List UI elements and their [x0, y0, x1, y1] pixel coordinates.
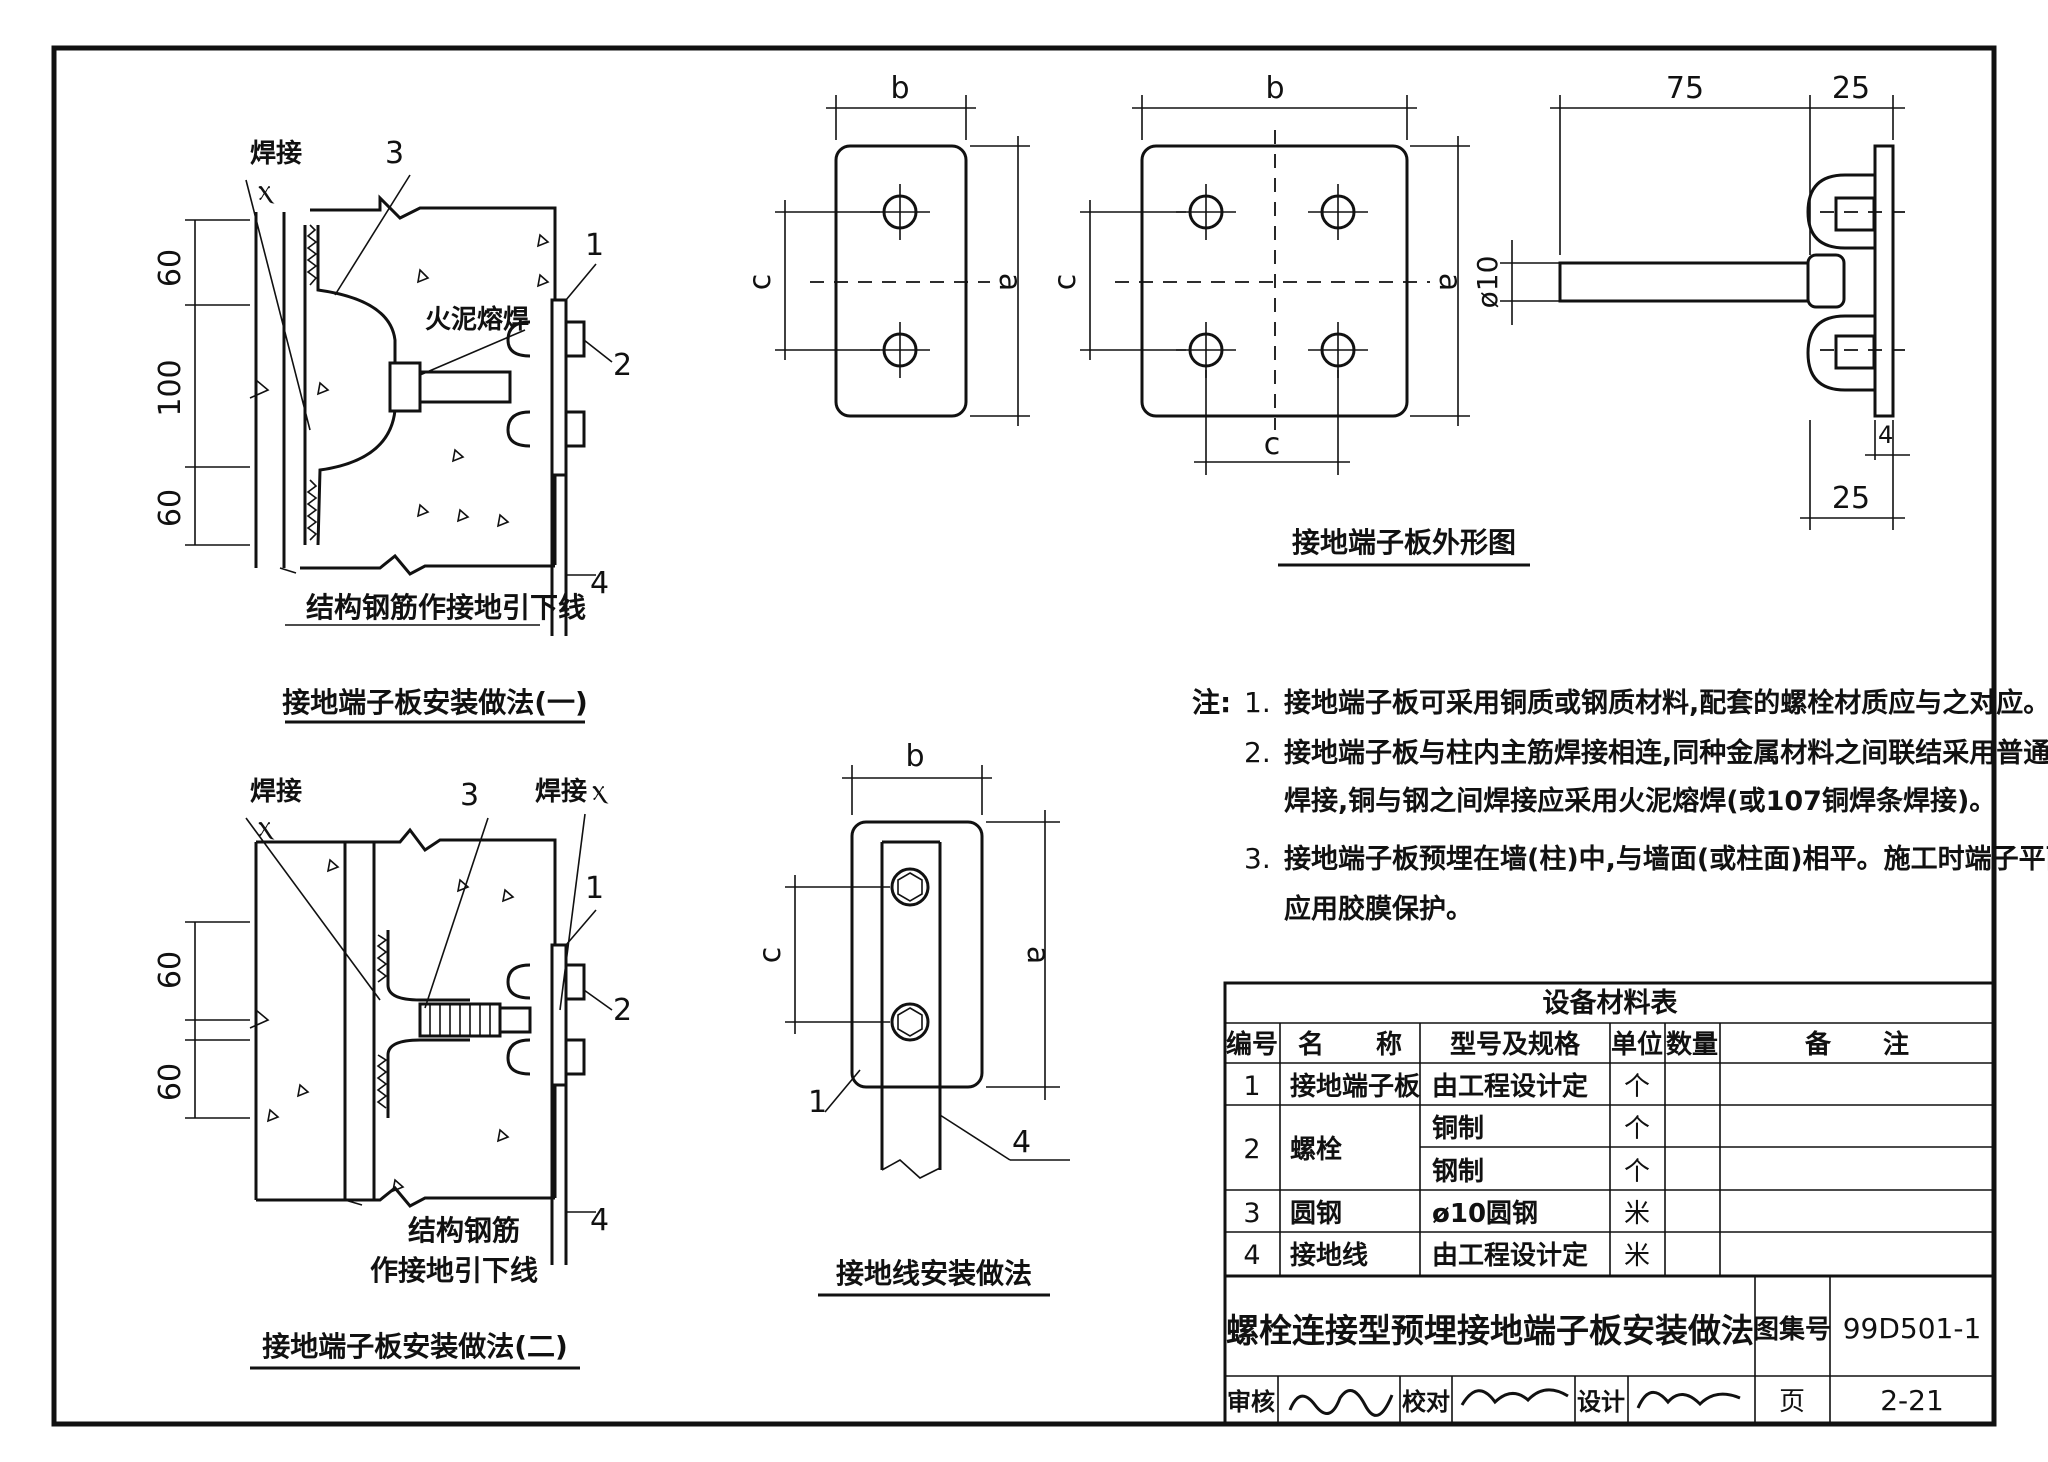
- fig1-label-fire-weld: 火泥熔焊: [425, 304, 529, 335]
- table-title: 设备材料表: [1543, 988, 1678, 1019]
- fig2-drawing: 60 60: [153, 773, 632, 1370]
- fig3-dim-c-left: c: [743, 274, 778, 291]
- notes-block: 注: 1. 接地端子板可采用铜质或钢质材料,配套的螺栓材质应与之对应。 2. 接…: [1192, 686, 2048, 925]
- fig1-label-4: 4: [590, 566, 609, 601]
- fig2-label-weld-left: 焊接: [250, 777, 302, 807]
- title-block: 螺栓连接型预埋接地端子板安装做法 图集号 99D501-1 审核 校对 设计 页…: [1223, 1274, 1996, 1426]
- fig3-dim-b-right: b: [1265, 71, 1284, 106]
- fig2-dim-60-top: 60: [153, 951, 188, 989]
- fig2-label-3: 3: [460, 778, 479, 813]
- fig1-rebar-note: 结构钢筋作接地引下线: [306, 591, 586, 624]
- note-2-line-1: 接地端子板与柱内主筋焊接相连,同种金属材料之间联结采用普通: [1284, 737, 2048, 769]
- table-row-3-spec: 钢制: [1432, 1157, 1484, 1187]
- titleblock-design-label: 设计: [1577, 1388, 1625, 1416]
- table-row-4-no: 3: [1243, 1198, 1260, 1229]
- fig3-dim-25-top: 25: [1832, 71, 1870, 106]
- note-3-line-1: 接地端子板预埋在墙(柱)中,与墙面(或柱面)相平。施工时端子平面: [1284, 844, 2048, 875]
- note-3-line-2: 应用胶膜保护。: [1284, 893, 1473, 925]
- table-row-5-unit: 米: [1624, 1241, 1650, 1271]
- table-row-4-name: 圆钢: [1290, 1199, 1342, 1229]
- table-row-2-name: 螺栓: [1290, 1135, 1342, 1165]
- fig2-weld-symbol-right: ⲭ: [592, 773, 609, 808]
- sheet-border: [51, 45, 1997, 1427]
- fig1-label-1: 1: [585, 228, 604, 263]
- fig4-dim-b: b: [905, 739, 924, 774]
- fig1-dim-60-top: 60: [153, 249, 188, 287]
- fig3-dim-a-left: a: [992, 273, 1027, 291]
- fig3-drawing: b c a b c a: [743, 71, 1910, 567]
- fig3-dim-4: 4: [1878, 421, 1893, 449]
- titleblock-page-label: 页: [1779, 1387, 1805, 1417]
- fig3-dim-phi10: ø10: [1471, 256, 1504, 309]
- fig4-title: 接地线安装做法: [836, 1257, 1032, 1290]
- fig3-dim-25-bottom: 25: [1832, 481, 1870, 516]
- materials-table: 设备材料表 编号 名 称 型号及规格 单位 数量 备 注 1 接地端子板 由工程…: [1223, 981, 1996, 1278]
- fig2-label-weld-right: 焊接: [535, 777, 587, 807]
- table-row-5-name: 接地线: [1290, 1241, 1368, 1271]
- titleblock-review-label: 审核: [1227, 1388, 1275, 1416]
- fig3-dim-c-vertical: c: [1048, 274, 1083, 291]
- fig3-dim-b-left: b: [890, 71, 909, 106]
- fig2-title: 接地端子板安装做法(二): [262, 1330, 568, 1363]
- fig2-rebar-note-2: 作接地引下线: [370, 1254, 538, 1287]
- fig4-dim-a: a: [1020, 946, 1055, 964]
- table-row-1-no: 1: [1243, 1071, 1260, 1102]
- fig2-label-1: 1: [585, 871, 604, 906]
- table-row-2-unit: 个: [1624, 1114, 1650, 1144]
- fig2-rebar-note-1: 结构钢筋: [408, 1214, 520, 1247]
- table-header-unit: 单位: [1611, 1029, 1663, 1060]
- table-row-5-no: 4: [1243, 1240, 1260, 1271]
- fig3-dim-a-right: a: [1432, 273, 1467, 291]
- fig1-title: 接地端子板安装做法(一): [282, 686, 588, 719]
- table-header-qty: 数量: [1666, 1030, 1718, 1060]
- fig4-drawing: b c a 1 4 接地线安装做法: [753, 739, 1070, 1297]
- table-row-4-spec: ø10圆钢: [1432, 1199, 1538, 1229]
- fig1-label-3: 3: [385, 136, 404, 171]
- fig1-drawing: 60 100 60: [153, 136, 632, 724]
- fig3-dim-c-horizontal: c: [1264, 427, 1281, 462]
- table-row-1-unit: 个: [1624, 1072, 1650, 1102]
- fig4-label-1: 1: [808, 1085, 827, 1120]
- fig1-dim-100: 100: [153, 359, 188, 416]
- fig2-dim-60-bottom: 60: [153, 1063, 188, 1101]
- titleblock-page-no: 2-21: [1880, 1384, 1944, 1417]
- note-1-num: 1.: [1244, 686, 1271, 719]
- titleblock-title: 螺栓连接型预埋接地端子板安装做法: [1226, 1311, 1754, 1350]
- note-2-num: 2.: [1244, 736, 1271, 769]
- fig1-weld-symbol: ⲭ: [258, 173, 275, 208]
- fig2-label-2: 2: [613, 993, 632, 1028]
- table-row-1-name: 接地端子板: [1290, 1072, 1420, 1102]
- table-row-2-no: 2: [1243, 1134, 1260, 1165]
- fig3-dim-75: 75: [1666, 71, 1704, 106]
- fig2-weld-symbol-left: ⲭ: [258, 809, 275, 844]
- table-row-2-spec: 铜制: [1432, 1114, 1484, 1144]
- signature-reviewer: [1288, 1389, 1394, 1417]
- fig1-dim-60-bottom: 60: [153, 489, 188, 527]
- table-row-1-spec: 由工程设计定: [1432, 1071, 1588, 1102]
- table-header-spec: 型号及规格: [1450, 1029, 1581, 1060]
- fig3-title: 接地端子板外形图: [1292, 526, 1516, 559]
- note-3-num: 3.: [1244, 842, 1271, 875]
- notes-prefix: 注:: [1192, 686, 1231, 719]
- table-header-note: 备 注: [1804, 1029, 1909, 1060]
- titleblock-atlas-no: 99D501-1: [1843, 1312, 1982, 1345]
- fig1-label-weld: 焊接: [250, 139, 302, 169]
- fig4-dim-c: c: [753, 947, 788, 964]
- signature-checker: [1460, 1388, 1569, 1406]
- note-2-line-2: 焊接,铜与钢之间焊接应采用火泥熔焊(或107铜焊条焊接)。: [1284, 785, 1996, 817]
- table-header-no: 编号: [1226, 1029, 1278, 1060]
- fig1-label-2: 2: [613, 348, 632, 383]
- fig2-label-4: 4: [590, 1203, 609, 1238]
- table-row-4-unit: 米: [1624, 1199, 1650, 1229]
- table-row-3-unit: 个: [1624, 1157, 1650, 1187]
- table-header-name: 名 称: [1298, 1029, 1402, 1060]
- titleblock-check-label: 校对: [1402, 1388, 1450, 1416]
- table-row-5-spec: 由工程设计定: [1432, 1240, 1588, 1271]
- note-1-line-1: 接地端子板可采用铜质或钢质材料,配套的螺栓材质应与之对应。: [1284, 687, 2048, 719]
- signature-designer: [1636, 1391, 1741, 1409]
- titleblock-atlas-label: 图集号: [1753, 1314, 1831, 1345]
- fig4-label-4: 4: [1012, 1125, 1031, 1160]
